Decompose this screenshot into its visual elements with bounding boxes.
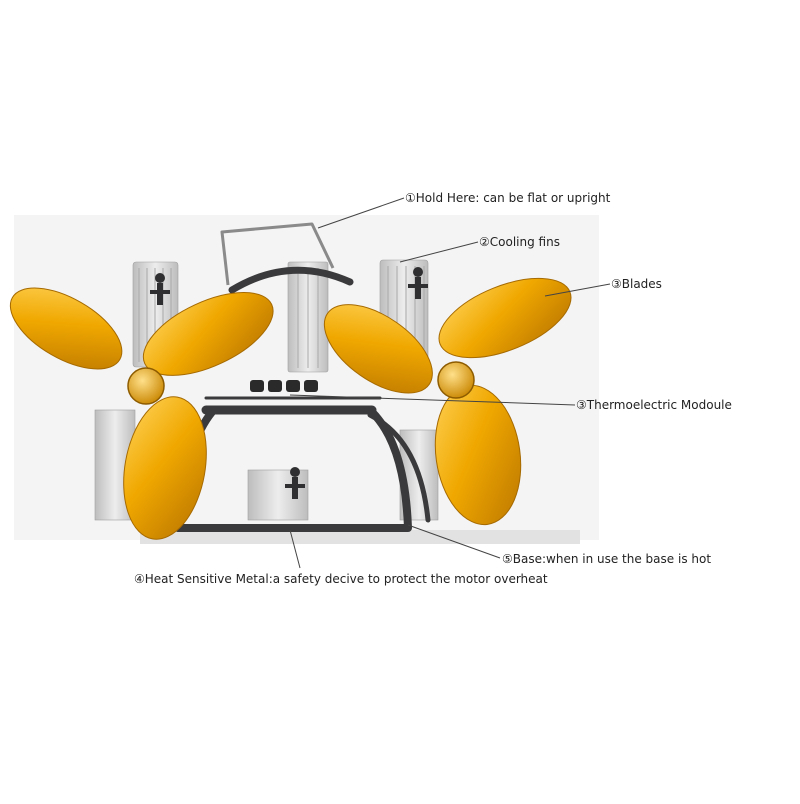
clamp-pins — [150, 267, 428, 499]
leader-hold — [317, 197, 405, 229]
leader-blades — [544, 283, 611, 297]
label-base: ⑤Base:when in use the base is hot — [502, 552, 712, 566]
label-hold-here: ①Hold Here: can be flat or upright — [405, 191, 611, 205]
label-blades: ③Blades — [611, 277, 662, 291]
handle — [220, 222, 335, 286]
leader-lines — [289, 197, 611, 569]
label-heat-sensitive-metal: ④Heat Sensitive Metal:a safety decive to… — [134, 572, 548, 586]
right-hub — [437, 361, 475, 399]
left-blade-fan — [9, 287, 274, 540]
leader-metal — [289, 529, 301, 569]
module-bolts — [250, 380, 318, 392]
label-thermoelectric-module: ③Thermoelectric Modoule — [576, 398, 732, 412]
leader-module — [289, 394, 576, 406]
right-blade-fan — [323, 277, 572, 526]
leader-base — [407, 524, 501, 559]
label-cooling-fins: ②Cooling fins — [479, 235, 560, 249]
leader-fins — [399, 241, 479, 263]
base-shadow — [140, 530, 580, 544]
left-hub — [127, 367, 165, 405]
